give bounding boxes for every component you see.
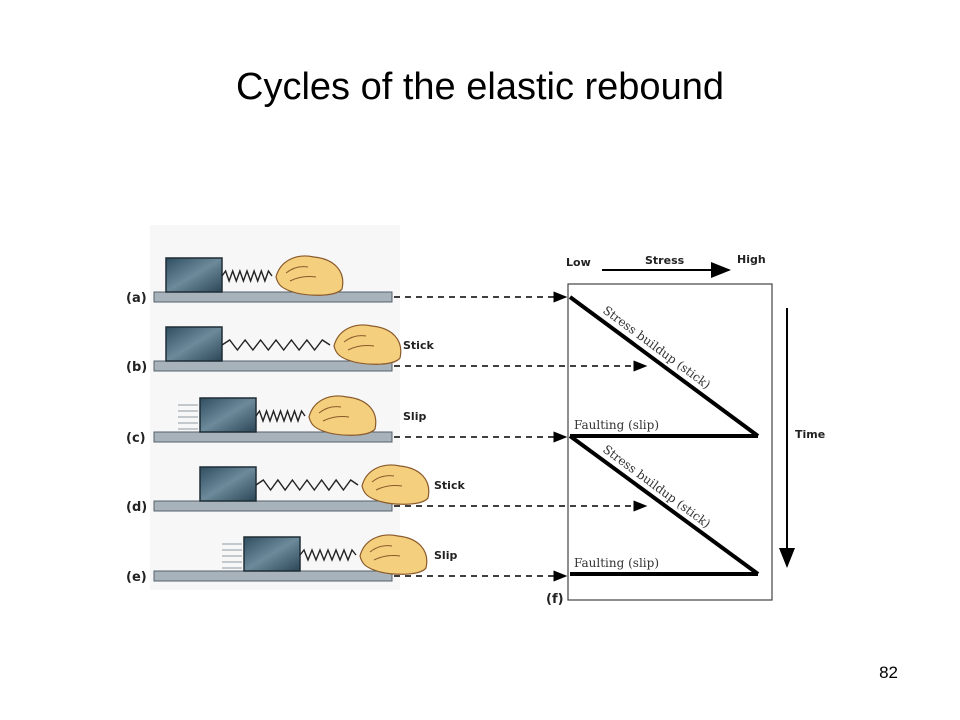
faulting-label-1: Faulting (slip) (574, 418, 659, 432)
row-label-c: (c) (126, 431, 146, 446)
hand-finger-lines (343, 335, 375, 351)
hand-finger-lines (285, 266, 317, 282)
hand-finger-lines (369, 545, 401, 561)
state-label-b: Stick (403, 339, 434, 352)
hand-finger-lines (318, 406, 350, 422)
stress-buildup-line-2 (568, 434, 760, 576)
spring-b (221, 338, 331, 352)
sliding-block-e (243, 536, 301, 572)
hand-icon (333, 324, 402, 365)
state-label-c: Slip (403, 410, 426, 423)
row-label-d: (d) (126, 500, 147, 515)
hand-icon (308, 395, 377, 436)
stress-low-label: Low (566, 256, 591, 269)
hand-finger-lines (371, 475, 403, 491)
ground-slab-d (153, 500, 393, 512)
hand-icon (275, 255, 344, 296)
sliding-block-b (165, 326, 223, 362)
row-label-a: (a) (126, 291, 147, 306)
ground-slab-a (153, 291, 393, 303)
spring-c (255, 408, 306, 424)
row-label-b: (b) (126, 360, 147, 375)
hand-icon (361, 464, 430, 505)
spring-d (255, 478, 359, 492)
sliding-block-c (199, 397, 257, 433)
sliding-block-a (165, 257, 223, 293)
stress-buildup-label-1: Stress buildup (stick) (600, 303, 713, 392)
ground-slab-c (153, 431, 393, 443)
ground-slab-e (153, 570, 393, 582)
row-label-f: (f) (546, 592, 564, 607)
row-label-e: (e) (126, 570, 147, 585)
state-label-e: Slip (434, 549, 457, 562)
ground-slab-b (153, 360, 393, 372)
stress-high-label: High (737, 253, 766, 266)
spring-e (299, 548, 357, 562)
stress-buildup-label-2: Stress buildup (stick) (600, 442, 713, 531)
stress-axis-title: Stress (645, 254, 685, 267)
state-label-d: Stick (434, 479, 465, 492)
sliding-block-d (199, 466, 257, 502)
spring-a (221, 268, 273, 284)
hand-icon (359, 534, 428, 575)
page-number: 82 (879, 663, 898, 682)
stress-buildup-line-1 (568, 295, 760, 438)
faulting-label-2: Faulting (slip) (574, 556, 659, 570)
slide-title: Cycles of the elastic rebound (236, 66, 724, 108)
stress-time-box (567, 283, 773, 601)
time-axis-title: Time (795, 428, 825, 441)
